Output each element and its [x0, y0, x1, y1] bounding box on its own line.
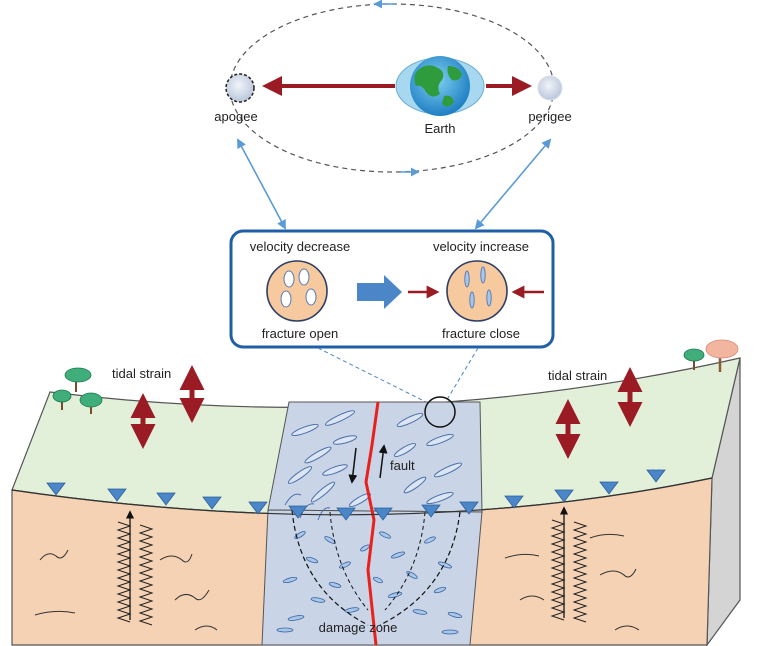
strata-lines	[34, 533, 640, 631]
moon-apogee-icon	[225, 73, 255, 103]
tidal-strain-label-right: tidal strain	[548, 368, 607, 383]
fracture-highlight-circle	[424, 396, 456, 428]
orbit-group: Earth apogee perigee	[214, 0, 572, 177]
tidal-strain-arrows-left	[130, 365, 205, 449]
zoom-line-left	[317, 347, 429, 404]
apogee-label: apogee	[214, 109, 257, 124]
transition-arrow-icon	[357, 275, 402, 309]
earth-label: Earth	[424, 121, 455, 136]
fracture-close-sample	[446, 260, 508, 322]
surface-fractures	[284, 410, 463, 521]
geologic-block: fault damage zone	[11, 339, 741, 646]
fracture-open-label: fracture open	[262, 326, 339, 341]
perigee-label: perigee	[528, 109, 571, 124]
damage-zone-label: damage zone	[319, 620, 398, 635]
damage-envelope-left	[291, 509, 369, 626]
tree-icon-left-group	[52, 367, 103, 414]
water-table-line	[11, 477, 713, 516]
connector-perigee-to-inset	[474, 138, 552, 230]
subsurface-fractures	[276, 531, 463, 635]
fault-label: fault	[390, 458, 415, 473]
tree-icon-right-group	[683, 339, 739, 372]
fracture-open-sample	[266, 260, 328, 322]
tidal-strain-arrows-right	[555, 367, 643, 459]
velocity-decrease-label: velocity decrease	[250, 239, 350, 254]
water-table-marker-icon	[46, 469, 666, 521]
zoom-line-right	[444, 347, 479, 404]
connector-apogee-to-inset	[237, 138, 286, 230]
fracture-inset-panel: velocity decrease velocity increase frac…	[229, 229, 555, 349]
tidal-strain-label-left: tidal strain	[112, 366, 171, 381]
damage-zone-front	[261, 509, 483, 646]
fault-slip-arrow-down	[348, 447, 358, 484]
fault-line	[364, 401, 380, 646]
fracture-close-label: fracture close	[442, 326, 520, 341]
velocity-increase-label: velocity increase	[433, 239, 529, 254]
earth-icon	[395, 56, 485, 116]
fault-slip-arrow-up	[378, 444, 388, 479]
moon-perigee-icon	[537, 75, 563, 101]
well-right	[550, 506, 588, 623]
well-left	[116, 510, 154, 626]
damage-envelope-right	[379, 511, 461, 626]
